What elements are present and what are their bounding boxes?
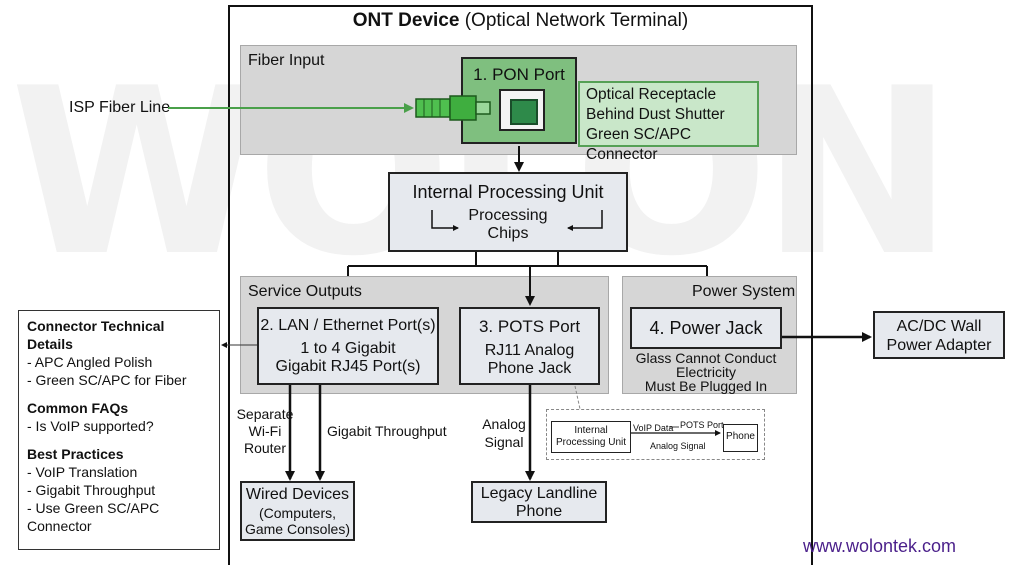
power-note-2: Electricity bbox=[676, 364, 736, 380]
wired-devices-box: Wired Devices (Computers, Game Consoles) bbox=[240, 481, 355, 541]
power-note-1: Glass Cannot Conduct bbox=[635, 350, 777, 366]
processing-sub-1: Processing bbox=[468, 207, 548, 224]
analog-label-1: Analog bbox=[482, 416, 526, 432]
connector-item-1: - APC Angled Polish bbox=[27, 354, 153, 370]
best-practices-heading: Best Practices bbox=[27, 446, 124, 462]
isp-fiber-label: ISP Fiber Line bbox=[69, 99, 171, 116]
mini-voip-label: VoIP Data bbox=[633, 423, 674, 433]
lan-line-2: Gigabit RJ45 Port(s) bbox=[275, 358, 421, 375]
pon-notes: Optical Receptacle Behind Dust Shutter G… bbox=[578, 81, 759, 163]
lan-port-box: 2. LAN / Ethernet Port(s) 1 to 4 Gigabit… bbox=[257, 307, 439, 385]
fiber-connector-icon bbox=[415, 95, 491, 121]
connector-heading: Connector Technical Details bbox=[27, 318, 165, 352]
panel-section-connector: Connector Technical Details - APC Angled… bbox=[27, 317, 211, 389]
landline-line-1: Legacy Landline bbox=[480, 485, 598, 502]
wired-devices-title: Wired Devices bbox=[245, 486, 350, 503]
pon-port-title: 1. PON Port bbox=[473, 65, 565, 84]
faqs-heading: Common FAQs bbox=[27, 400, 129, 416]
processing-unit-box: Internal Processing Unit Processing Chip… bbox=[388, 172, 628, 252]
wifi-label-3: Router bbox=[243, 440, 287, 456]
mini-processing-unit: Internal Processing Unit bbox=[551, 421, 631, 453]
processing-sub-2: Chips bbox=[487, 225, 529, 242]
website-url: www.wolontek.com bbox=[803, 536, 957, 556]
mini-unit-line-2: Processing Unit bbox=[555, 437, 627, 448]
power-jack-box: 4. Power Jack bbox=[630, 307, 782, 349]
lan-title: 2. LAN / Ethernet Port(s) bbox=[260, 317, 436, 334]
landline-box: Legacy Landline Phone bbox=[471, 481, 607, 523]
info-panel: Connector Technical Details - APC Angled… bbox=[18, 310, 220, 550]
panel-section-faqs: Common FAQs - Is VoIP supported? bbox=[27, 399, 211, 435]
best-practices-item-2: - Gigabit Throughput bbox=[27, 482, 156, 498]
pots-line-2: Phone Jack bbox=[487, 360, 572, 377]
wifi-router-label: Separate Wi-Fi Router bbox=[234, 406, 296, 457]
power-adapter-box: AC/DC Wall Power Adapter bbox=[873, 311, 1005, 359]
adapter-line-1: AC/DC Wall bbox=[896, 318, 982, 335]
wired-devices-line-1: (Computers, bbox=[258, 505, 337, 521]
pots-line-1: RJ11 Analog bbox=[484, 342, 575, 359]
analog-label-2: Signal bbox=[484, 434, 524, 450]
wired-devices-line-2: Game Consoles) bbox=[244, 521, 351, 537]
wifi-label-1: Separate bbox=[236, 406, 294, 422]
mini-pots-label: POTS Port bbox=[680, 420, 724, 430]
faqs-item-1: - Is VoIP supported? bbox=[27, 418, 154, 434]
adapter-line-2: Power Adapter bbox=[886, 337, 992, 354]
port-jack-icon bbox=[499, 89, 545, 131]
analog-signal-label: Analog Signal bbox=[476, 415, 532, 451]
power-jack-title: 4. Power Jack bbox=[649, 318, 763, 338]
landline-line-2: Phone bbox=[515, 503, 563, 520]
title-bold: ONT Device bbox=[352, 10, 460, 31]
title-rest: (Optical Network Terminal) bbox=[459, 10, 689, 31]
fiber-input-label: Fiber Input bbox=[248, 52, 325, 69]
ont-device-frame bbox=[228, 5, 813, 565]
service-outputs-label: Service Outputs bbox=[248, 283, 362, 300]
diagram-title: ONT Device (Optical Network Terminal) bbox=[228, 10, 813, 32]
connector-item-2: - Green SC/APC for Fiber bbox=[27, 372, 187, 388]
pots-port-box: 3. POTS Port RJ11 Analog Phone Jack bbox=[459, 307, 600, 385]
mini-analog-label: Analog Signal bbox=[650, 441, 706, 451]
gigabit-throughput-label: Gigabit Throughput bbox=[327, 423, 447, 439]
mini-unit-line-1: Internal bbox=[574, 425, 608, 436]
processing-title: Internal Processing Unit bbox=[412, 182, 604, 202]
best-practices-item-1: - VoIP Translation bbox=[27, 464, 138, 480]
wifi-label-2: Wi-Fi bbox=[248, 423, 282, 439]
best-practices-item-3: - Use Green SC/APC Connector bbox=[27, 500, 160, 534]
power-system-label: Power System bbox=[692, 283, 796, 300]
pon-note-3: Green SC/APC Connector bbox=[586, 126, 692, 163]
mini-phone-box: Phone bbox=[723, 424, 758, 452]
power-notes: Glass Cannot Conduct Electricity Must Be… bbox=[630, 351, 782, 393]
lan-line-1: 1 to 4 Gigabit bbox=[300, 340, 396, 357]
mini-phone-label: Phone bbox=[726, 431, 755, 442]
pon-note-2: Behind Dust Shutter bbox=[586, 106, 725, 123]
pots-title: 3. POTS Port bbox=[478, 317, 581, 336]
panel-section-best-practices: Best Practices - VoIP Translation - Giga… bbox=[27, 445, 211, 535]
pon-note-1: Optical Receptacle bbox=[586, 86, 717, 103]
power-note-3: Must Be Plugged In bbox=[644, 378, 768, 394]
